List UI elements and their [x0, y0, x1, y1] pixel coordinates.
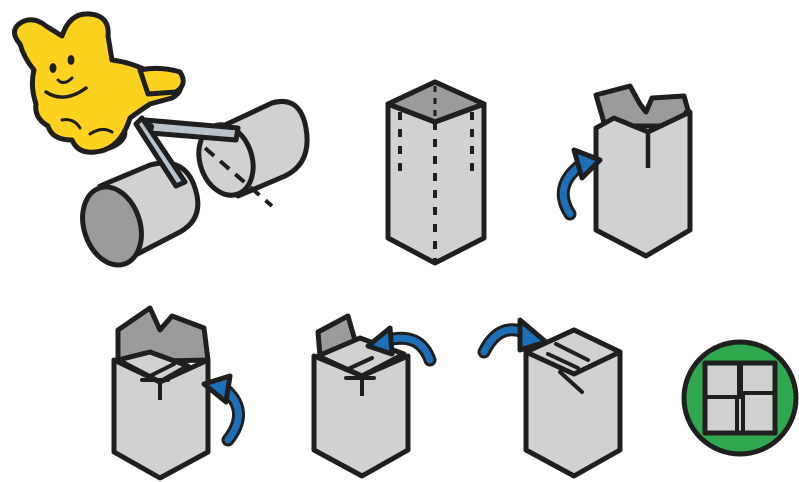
step-fold-fourth-flap — [477, 317, 623, 479]
closed-box-top-icon — [702, 360, 778, 436]
character-icon — [12, 11, 186, 155]
box-icon — [523, 327, 623, 479]
tube-left-icon — [80, 160, 201, 268]
curved-arrow-icon — [556, 147, 603, 221]
box-icon — [111, 305, 211, 481]
curved-arrow-icon — [365, 325, 437, 367]
tube-right-icon — [196, 99, 310, 208]
step-fold-second-flap — [111, 305, 245, 481]
box-icon — [385, 79, 487, 266]
step-fold-first-flap — [556, 83, 693, 259]
eye-icon — [49, 63, 57, 73]
step-fold-third-flap — [311, 313, 437, 479]
step-cut-tube — [12, 11, 310, 268]
eye-icon — [67, 55, 75, 65]
curved-arrow-icon — [477, 317, 549, 359]
box-icon — [593, 83, 693, 259]
step-fold-lines — [385, 79, 487, 266]
curved-arrow-icon — [201, 373, 245, 447]
step-result — [681, 339, 799, 457]
